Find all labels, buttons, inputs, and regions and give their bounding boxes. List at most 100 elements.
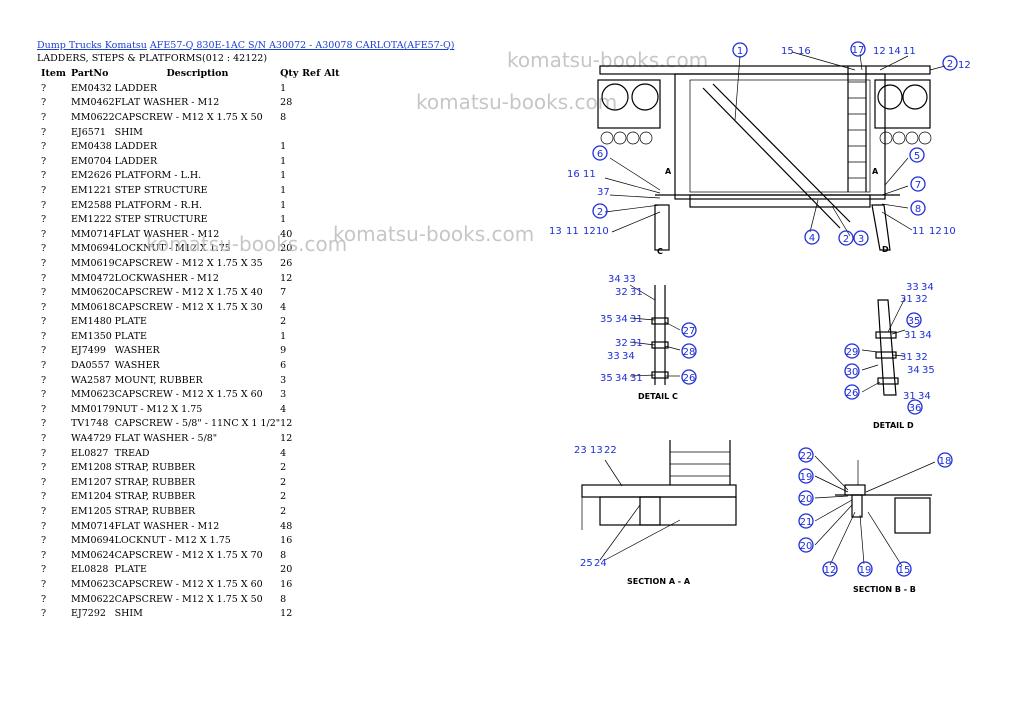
callout: 30: [844, 363, 860, 379]
svg-text:12: 12: [824, 565, 837, 576]
svg-text:15: 15: [898, 565, 911, 576]
svg-text:31: 31: [903, 391, 916, 402]
callout: 36: [907, 399, 923, 415]
cell-description: FLAT WASHER - M12: [114, 520, 220, 532]
cell-qty: 2: [280, 462, 287, 474]
cell-item: ?: [41, 287, 47, 299]
cell-item: ?: [41, 97, 47, 109]
col-header-item: Item: [41, 68, 66, 79]
breadcrumb: Dump Trucks Komatsu AFE57-Q 830E-1AC S/N…: [37, 40, 454, 51]
section-mark-a-left: A: [665, 167, 672, 176]
cell-item: ?: [41, 199, 47, 211]
cell-partno: MM0624: [71, 549, 115, 561]
cell-description: STEP STRUCTURE: [114, 214, 208, 226]
cell-item: ?: [41, 535, 47, 547]
cell-description: TREAD: [114, 447, 150, 459]
cell-partno: EJ7499: [71, 345, 106, 357]
cell-ref: [302, 110, 324, 125]
col-header-description: Description: [166, 68, 229, 79]
svg-text:34: 34: [921, 282, 934, 293]
cell-qty: 2: [280, 476, 287, 488]
svg-text:25: 25: [580, 558, 593, 569]
breadcrumb-link-model[interactable]: AFE57-Q 830E-1AC S/N A30072 - A30078 CAR…: [149, 40, 455, 51]
callout: 6: [592, 145, 608, 161]
callout: 26: [681, 369, 697, 385]
cell-ref: [302, 300, 324, 315]
cell-alt: [324, 519, 344, 534]
col-header-alt: Alt: [324, 68, 340, 79]
svg-text:16: 16: [567, 169, 580, 180]
cell-qty: 4: [280, 447, 287, 459]
cell-partno: EM1205: [71, 506, 112, 518]
svg-text:14: 14: [888, 46, 901, 57]
cell-ref: [302, 81, 324, 96]
cell-qty: 1: [280, 199, 287, 211]
svg-text:34: 34: [919, 330, 932, 341]
cell-qty: 1: [280, 214, 287, 226]
svg-text:32: 32: [615, 287, 628, 298]
cell-partno: EM1221: [71, 184, 112, 196]
cell-description: SHIM: [114, 608, 143, 620]
cell-alt: [324, 563, 344, 578]
cell-item: ?: [41, 345, 47, 357]
cell-description: CAPSCREW - M12 X 1.75 X 40: [114, 287, 263, 299]
cell-item: ?: [41, 578, 47, 590]
svg-text:31: 31: [900, 352, 913, 363]
svg-text:20: 20: [800, 541, 813, 552]
cell-description: SHIM: [114, 126, 143, 138]
main-view-drawing: [597, 51, 946, 251]
callout: 22: [798, 447, 814, 463]
cell-alt: [324, 256, 344, 271]
svg-text:34: 34: [918, 391, 931, 402]
cell-alt: [324, 460, 344, 475]
cell-qty: 2: [280, 491, 287, 503]
cell-qty: 1: [280, 184, 287, 196]
callout: 10: [943, 226, 956, 237]
svg-text:4: 4: [809, 233, 815, 244]
svg-text:27: 27: [683, 326, 696, 337]
callout: 16: [798, 46, 811, 57]
cell-partno: MM0472: [71, 272, 115, 284]
svg-text:24: 24: [594, 558, 607, 569]
svg-text:15: 15: [781, 46, 794, 57]
cell-qty: 1: [280, 155, 287, 167]
cell-ref: [302, 606, 324, 621]
breadcrumb-link-dump-trucks[interactable]: Dump Trucks Komatsu: [37, 40, 147, 51]
cell-ref: [302, 154, 324, 169]
cell-item: ?: [41, 403, 47, 415]
cell-description: LADDER: [114, 155, 158, 167]
svg-text:12: 12: [958, 60, 971, 71]
cell-qty: 9: [280, 345, 287, 357]
cell-partno: DA0557: [71, 360, 110, 372]
cell-ref: [302, 519, 324, 534]
cell-partno: MM0179: [71, 403, 115, 415]
cell-alt: [324, 373, 344, 388]
cell-description: STEP STRUCTURE: [114, 184, 208, 196]
section-a-drawing: [581, 440, 737, 561]
cell-description: WASHER: [114, 360, 160, 372]
table-header-row: Item PartNo Description Qty Ref Alt: [37, 66, 344, 81]
svg-text:33: 33: [623, 274, 636, 285]
callout: 11: [566, 226, 579, 237]
svg-text:23: 23: [574, 445, 587, 456]
cell-qty: 12: [280, 433, 293, 445]
cell-qty: 12: [280, 272, 293, 284]
cell-ref: [302, 577, 324, 592]
